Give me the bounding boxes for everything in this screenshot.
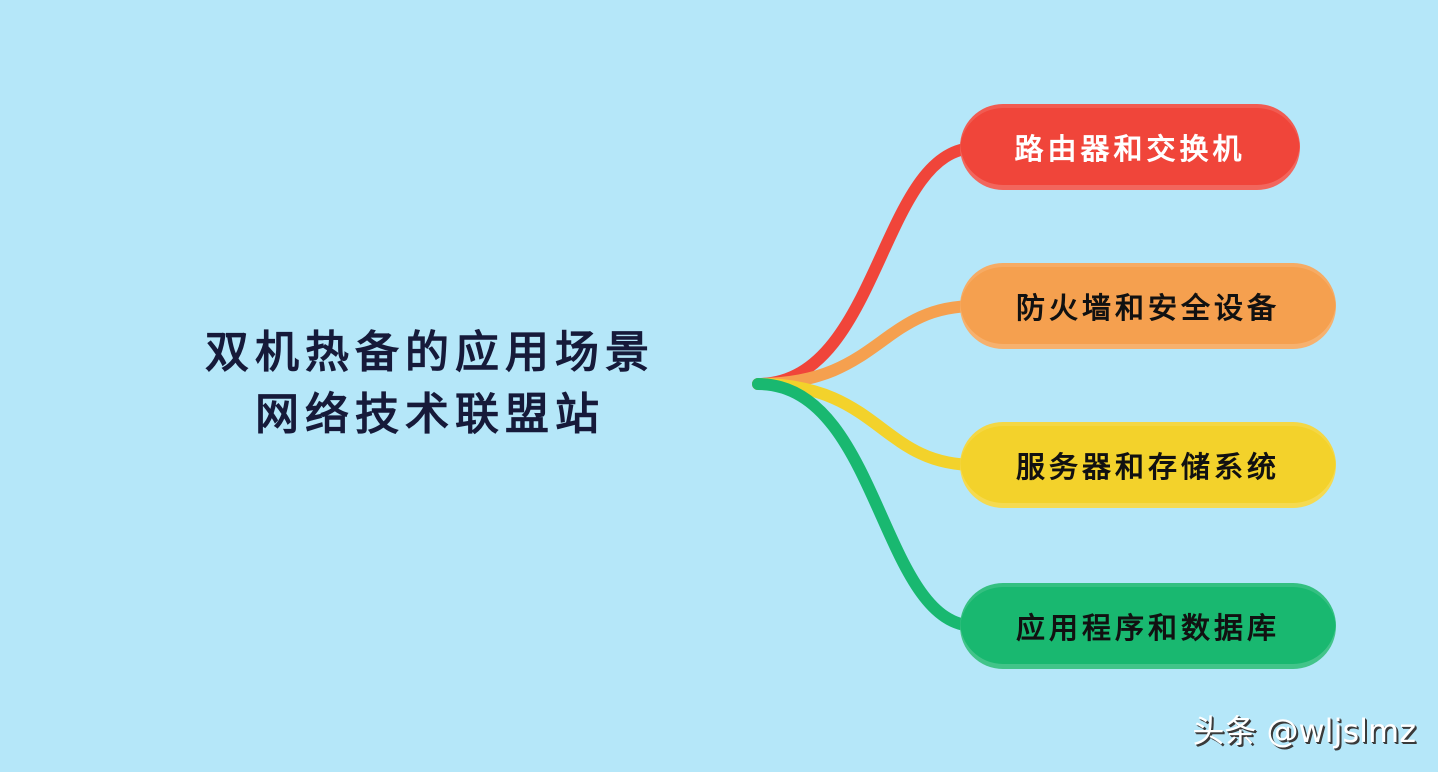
branch-label: 服务器和存储系统 <box>1015 450 1280 484</box>
branch-node-servers-storage[interactable]: 服务器和存储系统 <box>960 422 1336 508</box>
connector-yellow <box>752 378 981 471</box>
connector-orange <box>752 300 981 390</box>
central-topic-line1: 双机热备的应用场景 <box>205 327 655 378</box>
branch-label: 路由器和交换机 <box>1014 132 1246 166</box>
connector-red <box>752 142 981 390</box>
central-topic-line2: 网络技术联盟站 <box>255 389 605 440</box>
watermark: 头条 @wljslmz <box>1192 712 1416 750</box>
connector-green <box>752 378 981 632</box>
branch-node-routers-switches[interactable]: 路由器和交换机 <box>960 104 1300 190</box>
central-topic: 双机热备的应用场景 网络技术联盟站 <box>150 322 710 446</box>
branch-label: 应用程序和数据库 <box>1015 611 1280 645</box>
branch-label: 防火墙和安全设备 <box>1015 291 1280 325</box>
branch-node-firewall-security[interactable]: 防火墙和安全设备 <box>960 263 1336 349</box>
branch-node-apps-databases[interactable]: 应用程序和数据库 <box>960 583 1336 669</box>
